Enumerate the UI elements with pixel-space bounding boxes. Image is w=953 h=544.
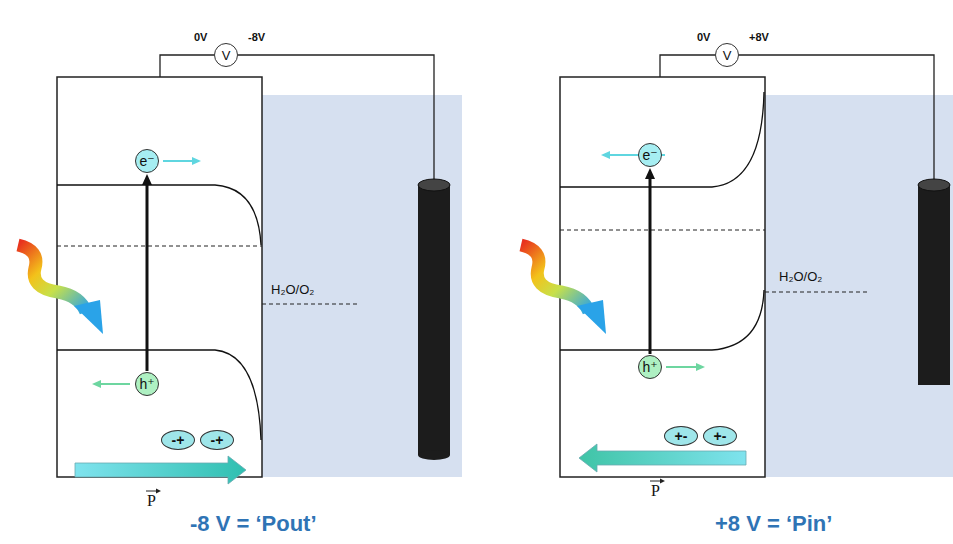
voltmeter-symbol: V xyxy=(715,43,739,67)
node-text: h⁺ xyxy=(642,360,657,374)
state-caption: -8 V = ‘Pout’ xyxy=(190,512,317,536)
redox-level-label: H₂O/O₂ xyxy=(271,283,314,297)
node-text: +- xyxy=(714,429,727,443)
voltage-label: 0V xyxy=(194,31,207,43)
dipole-ellipse: +- xyxy=(703,426,737,446)
node-text: h⁺ xyxy=(139,377,154,391)
excitation-arrow xyxy=(142,174,152,371)
node-text: -+ xyxy=(211,433,224,447)
node-text: +- xyxy=(675,429,688,443)
dipole-ellipse: -+ xyxy=(200,430,234,450)
hole-circle: h⁺ xyxy=(135,372,159,396)
voltage-label: -8V xyxy=(248,31,265,43)
state-caption: +8 V = ‘Pin’ xyxy=(715,512,832,536)
excitation-arrow xyxy=(645,168,655,354)
node-text: e⁻ xyxy=(642,148,657,162)
node-text: V xyxy=(222,49,231,62)
dipole-ellipse: +- xyxy=(664,426,698,446)
hole-circle: h⁺ xyxy=(638,355,662,379)
electron-circle: e⁻ xyxy=(638,143,662,167)
voltage-label: +8V xyxy=(749,31,769,43)
polarization-label: P xyxy=(147,492,156,510)
electron-circle: e⁻ xyxy=(135,149,159,173)
node-text: e⁻ xyxy=(139,154,154,168)
node-text: V xyxy=(723,49,732,62)
voltage-label: 0V xyxy=(697,31,710,43)
node-text: -+ xyxy=(172,433,185,447)
redox-level-label: H₂O/O₂ xyxy=(779,270,822,284)
voltmeter-symbol: V xyxy=(214,43,238,67)
polarization-label: P xyxy=(651,482,660,500)
dipole-ellipse: -+ xyxy=(161,430,195,450)
